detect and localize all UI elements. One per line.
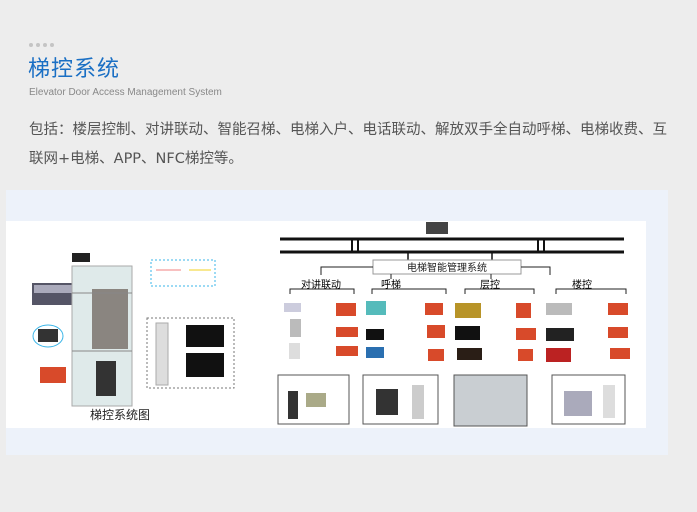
network-lines: [280, 237, 624, 261]
left-caption: 梯控系统图: [90, 408, 150, 422]
description: 包括：楼层控制、对讲联动、智能召梯、电梯入户、电话联动、解放双手全自动呼梯、电梯…: [29, 122, 667, 167]
decorative-dots: [29, 43, 54, 47]
branch-intercom: 对讲联动: [301, 278, 341, 291]
branch-building: 楼控: [572, 278, 592, 291]
device-images: [284, 301, 630, 362]
diagram-image: 梯控系统图 电梯智能管理系统: [6, 221, 646, 428]
branch-call: 呼梯: [381, 278, 401, 291]
elevator-system-illustration: [32, 253, 235, 407]
page-subtitle: Elevator Door Access Management System: [29, 87, 222, 98]
page-title: 梯控系统: [28, 57, 121, 82]
scenario-images: [277, 374, 626, 427]
branch-floor: 层控: [480, 278, 500, 291]
diagram-panel: 梯控系统图 电梯智能管理系统: [6, 190, 668, 455]
computer-icon: [426, 222, 448, 234]
center-label: 电梯智能管理系统: [407, 261, 487, 274]
